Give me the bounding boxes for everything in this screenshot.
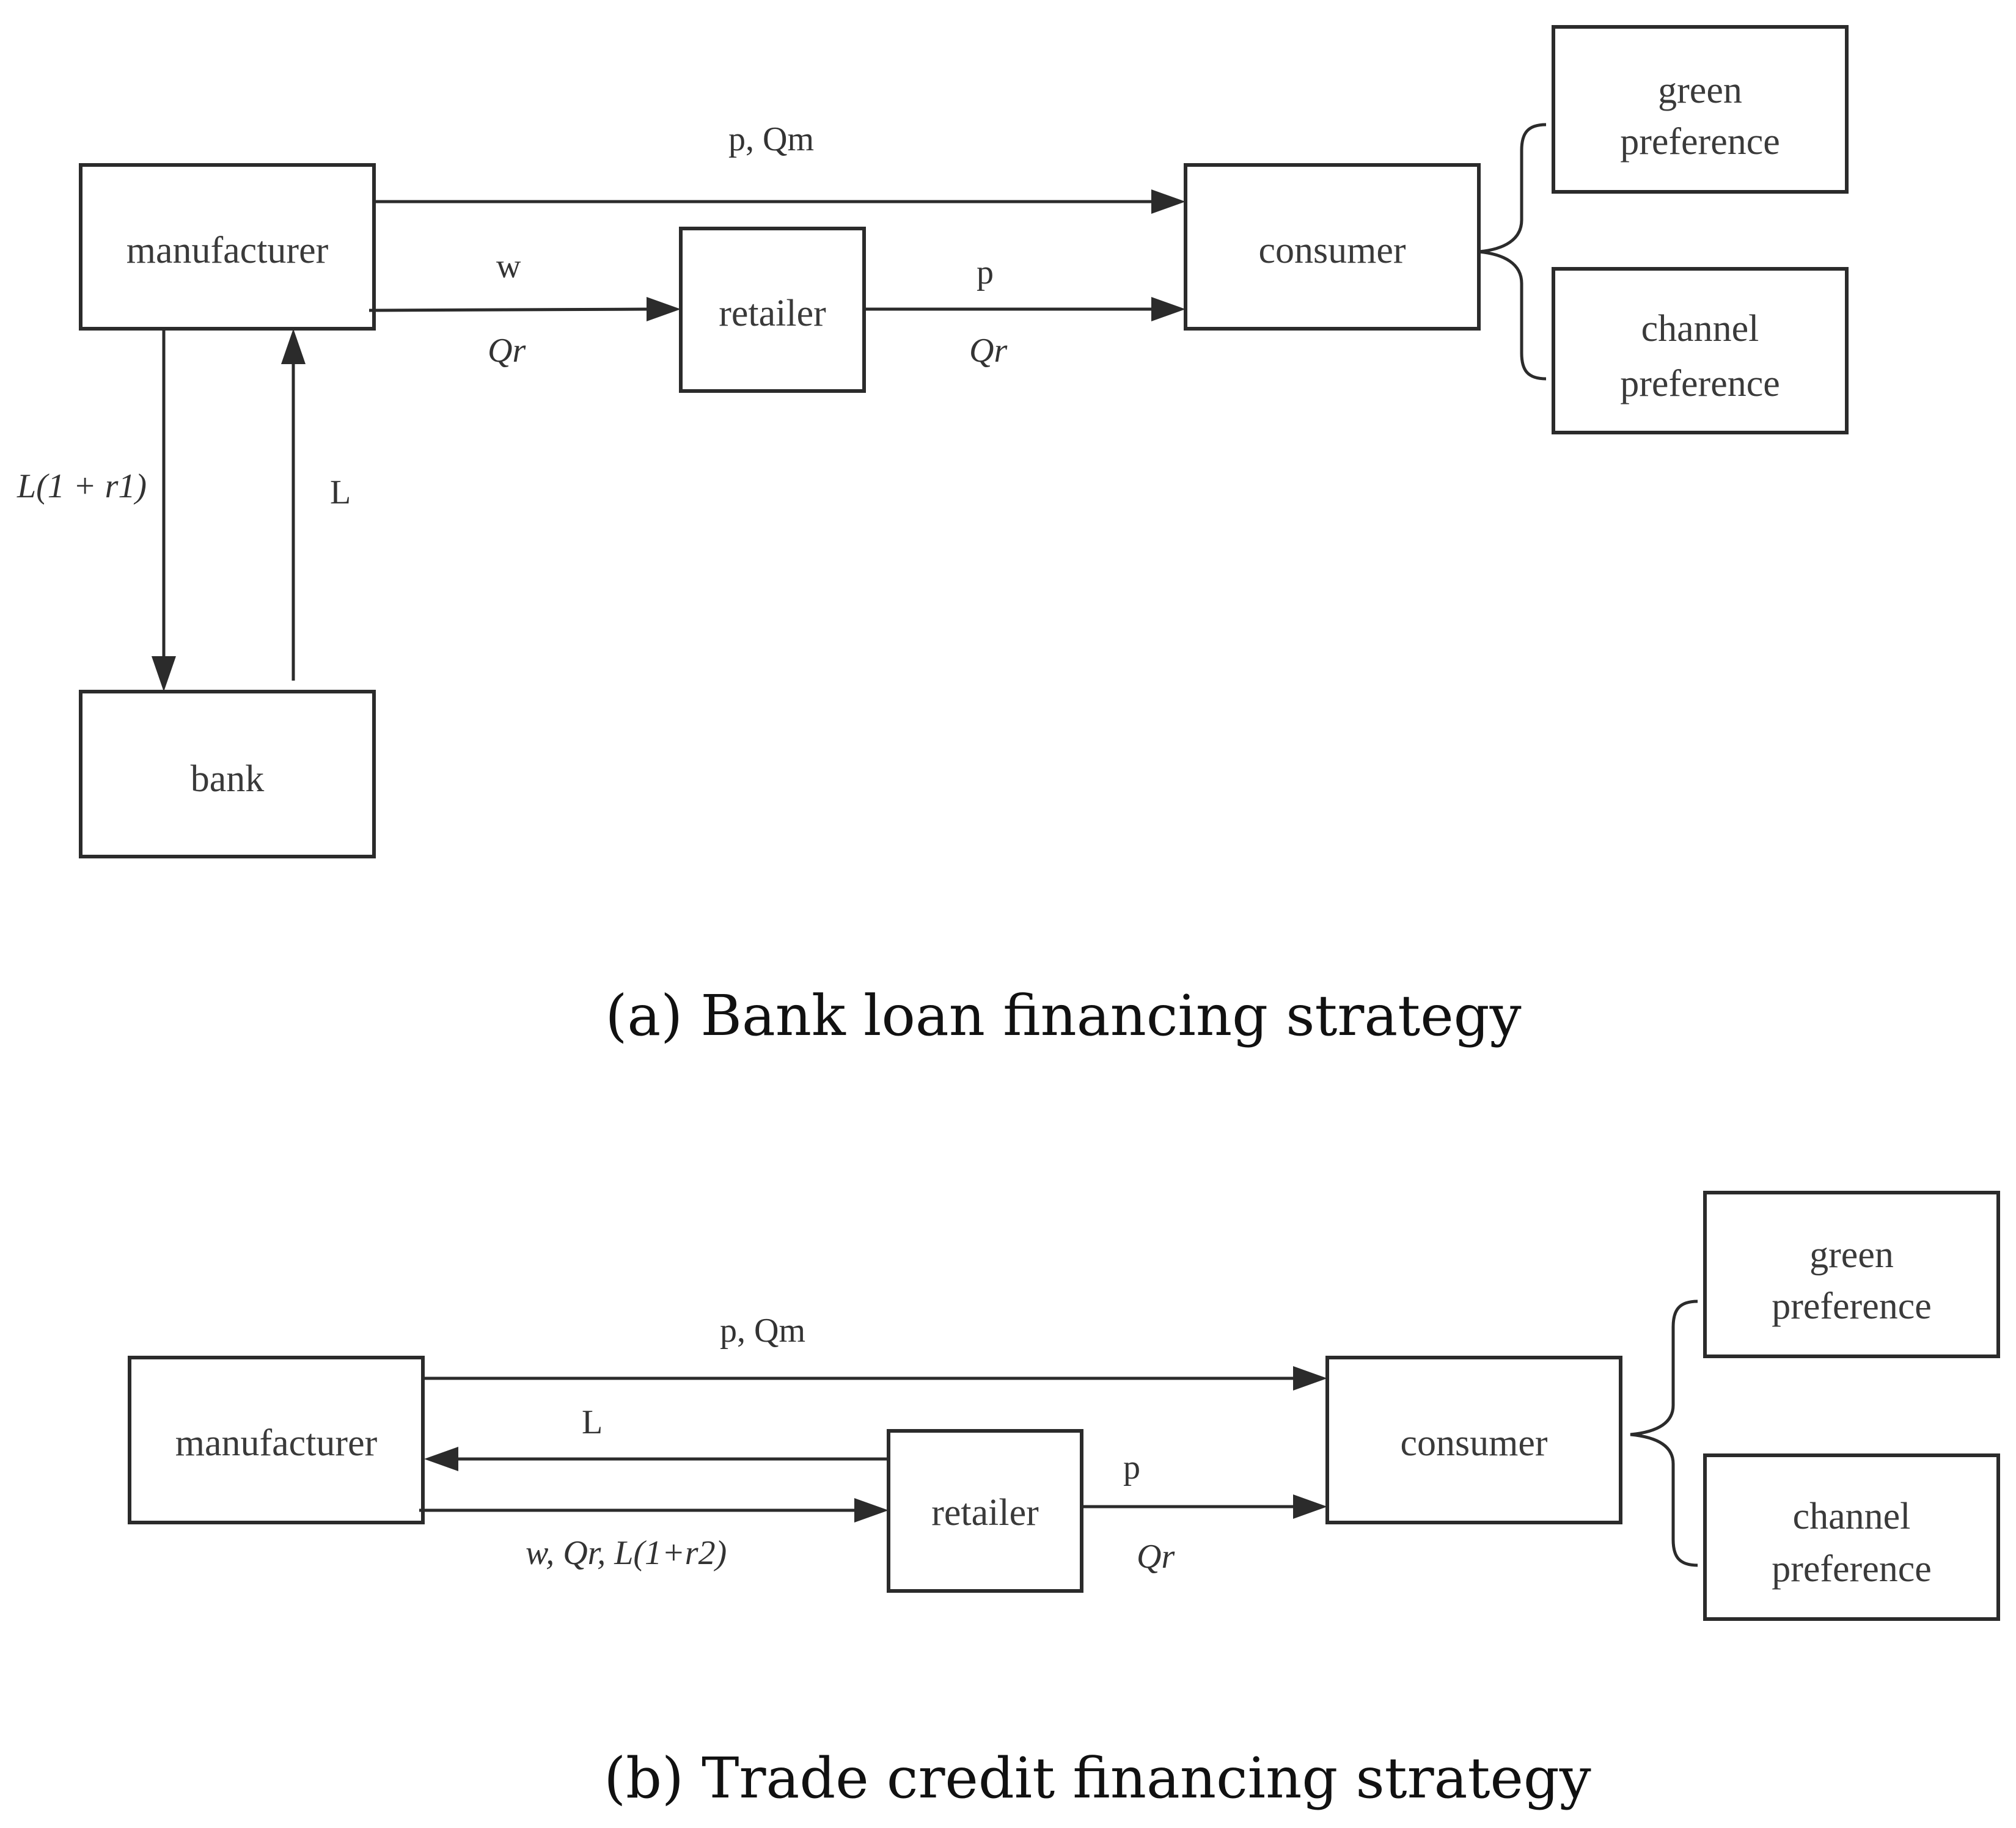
edge-label-w-a: w <box>496 247 521 285</box>
brace-b <box>1630 1300 1698 1567</box>
edge-label-credit-b: L <box>582 1403 603 1441</box>
edge-label-direct-a: p, Qm <box>728 120 814 158</box>
node-green-b-line1: green <box>1809 1234 1894 1276</box>
panel-b: manufacturer retailer consumer green pre… <box>128 1191 2000 1811</box>
node-consumer-b-label: consumer <box>1400 1422 1547 1464</box>
edge-label-repay-a: L(1 + r1) <box>16 467 147 505</box>
panel-a: manufacturer retailer consumer bank gree… <box>16 25 1849 1048</box>
node-channel-a-line1: channel <box>1641 308 1759 349</box>
arrow-manufacturer-consumer-a <box>374 189 1186 214</box>
arrow-manufacturer-retailer-b <box>419 1498 889 1523</box>
caption-b: (b) Trade credit financing strategy <box>604 1746 1591 1811</box>
node-channel-preference-a: channel preference <box>1552 267 1849 434</box>
node-bank-a-label: bank <box>191 758 265 800</box>
node-manufacturer-a: manufacturer <box>79 163 376 331</box>
node-green-a-line2: preference <box>1620 121 1780 163</box>
edge-label-direct-b: p, Qm <box>720 1312 805 1350</box>
node-manufacturer-a-label: manufacturer <box>126 230 329 271</box>
node-green-b-line2: preference <box>1772 1285 1932 1327</box>
arrow-manufacturer-consumer-b <box>423 1366 1327 1391</box>
node-retailer-a-label: retailer <box>719 293 826 334</box>
edge-label-qr-a2: Qr <box>969 332 1007 370</box>
node-consumer-a-label: consumer <box>1258 230 1406 271</box>
node-manufacturer-b-label: manufacturer <box>175 1422 378 1464</box>
arrow-manufacturer-bank-a <box>152 329 176 692</box>
node-green-preference-b: green preference <box>1703 1191 2000 1358</box>
node-channel-b-line1: channel <box>1793 1496 1911 1537</box>
node-green-preference-a: green preference <box>1552 25 1849 194</box>
edge-label-qr-b: Qr <box>1137 1538 1175 1576</box>
node-retailer-b: retailer <box>887 1429 1083 1593</box>
node-channel-b-line2: preference <box>1772 1548 1932 1590</box>
arrow-retailer-manufacturer-b <box>424 1447 889 1471</box>
node-consumer-a: consumer <box>1184 163 1481 331</box>
caption-a: (a) Bank loan financing strategy <box>605 983 1521 1048</box>
edge-label-qr-a1: Qr <box>488 332 526 370</box>
node-channel-a-line2: preference <box>1620 363 1780 404</box>
node-bank-a: bank <box>79 690 376 858</box>
edge-label-p-a: p <box>977 254 994 291</box>
node-retailer-b-label: retailer <box>931 1492 1039 1534</box>
node-green-a-line1: green <box>1658 70 1742 111</box>
arrow-retailer-consumer-a <box>864 297 1186 321</box>
node-retailer-a: retailer <box>679 227 866 393</box>
edge-label-loan-a: L <box>330 473 351 511</box>
arrow-retailer-consumer-b <box>1082 1494 1327 1519</box>
edge-label-p-b: p <box>1123 1449 1140 1486</box>
edge-label-terms-b: w, Qr, L(1+r2) <box>526 1534 727 1572</box>
arrow-manufacturer-retailer-a <box>368 297 681 321</box>
node-channel-preference-b: channel preference <box>1703 1453 2000 1621</box>
arrow-bank-manufacturer-a <box>281 329 306 681</box>
brace-a <box>1478 123 1547 381</box>
node-manufacturer-b: manufacturer <box>128 1356 425 1524</box>
node-consumer-b: consumer <box>1325 1356 1622 1524</box>
